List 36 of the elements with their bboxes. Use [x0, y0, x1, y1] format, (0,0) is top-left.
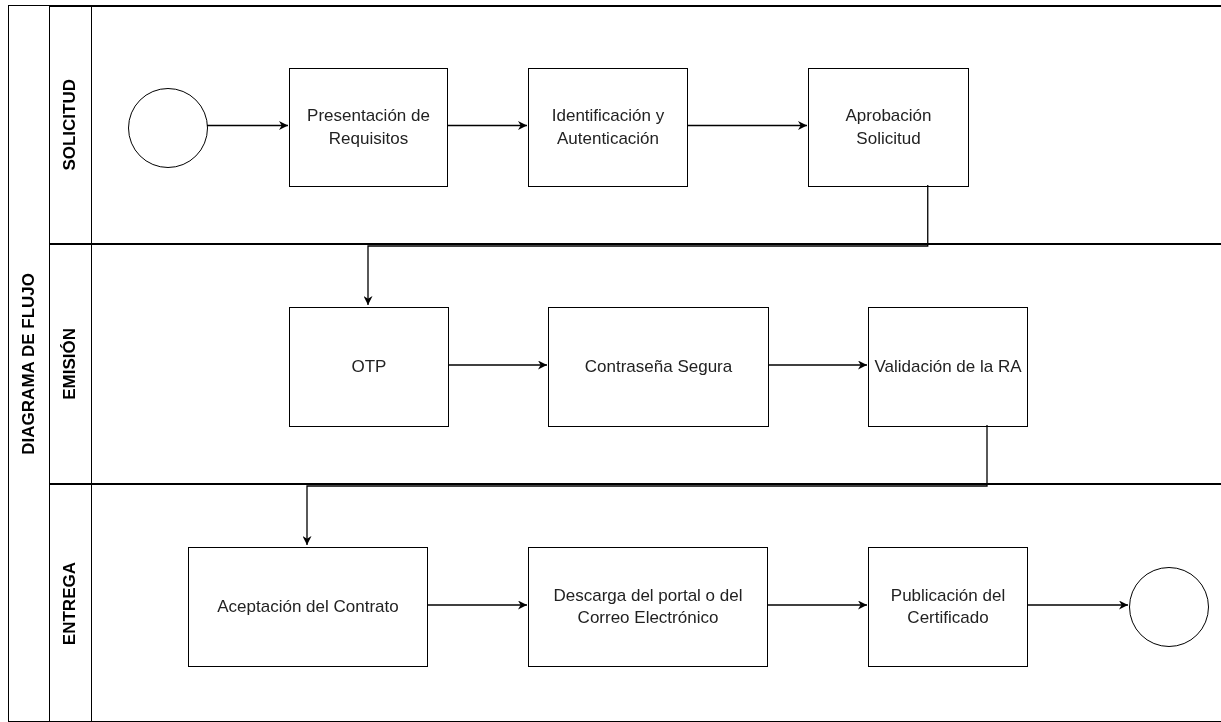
lane-title: SOLICITUD	[60, 79, 80, 171]
box-label: Aceptación del Contrato	[217, 595, 399, 618]
arrow	[426, 600, 528, 610]
arrow	[686, 121, 808, 130]
box-label: OTP	[351, 355, 387, 378]
box-label: Publicación del Certificado	[889, 584, 1007, 629]
pool-title: DIAGRAMA DE FLUJO	[19, 272, 39, 455]
arrow	[766, 600, 868, 610]
process-box	[289, 307, 449, 427]
arrow	[767, 360, 868, 370]
arrow	[206, 121, 289, 130]
process-box	[188, 547, 428, 667]
box-label: Aprobación Solicitud	[844, 105, 933, 150]
swimlane	[49, 484, 1221, 722]
arrow	[302, 424, 988, 546]
process-box	[868, 307, 1028, 427]
process-box	[528, 547, 768, 667]
lane-title: ENTREGA	[60, 561, 80, 646]
process-box	[289, 68, 448, 187]
arrow	[447, 360, 548, 370]
lane-title: EMISIÓN	[60, 328, 80, 400]
arrow	[1026, 600, 1129, 610]
arrow	[446, 121, 528, 130]
box-label: Presentación de Requisitos	[306, 105, 431, 150]
swimlane	[49, 244, 1221, 484]
swimlane	[49, 6, 1221, 244]
box-label: Identificación y Autenticación	[550, 105, 666, 150]
process-box	[868, 547, 1028, 667]
box-label: Validación de la RA	[874, 355, 1022, 378]
process-box	[808, 68, 969, 187]
process-box	[548, 307, 769, 427]
process-box	[528, 68, 688, 187]
arrow	[363, 184, 929, 306]
box-label: Descarga del portal o del Correo Electrónico	[552, 584, 744, 629]
pool	[8, 5, 1221, 722]
box-label: Contraseña Segura	[584, 355, 733, 378]
